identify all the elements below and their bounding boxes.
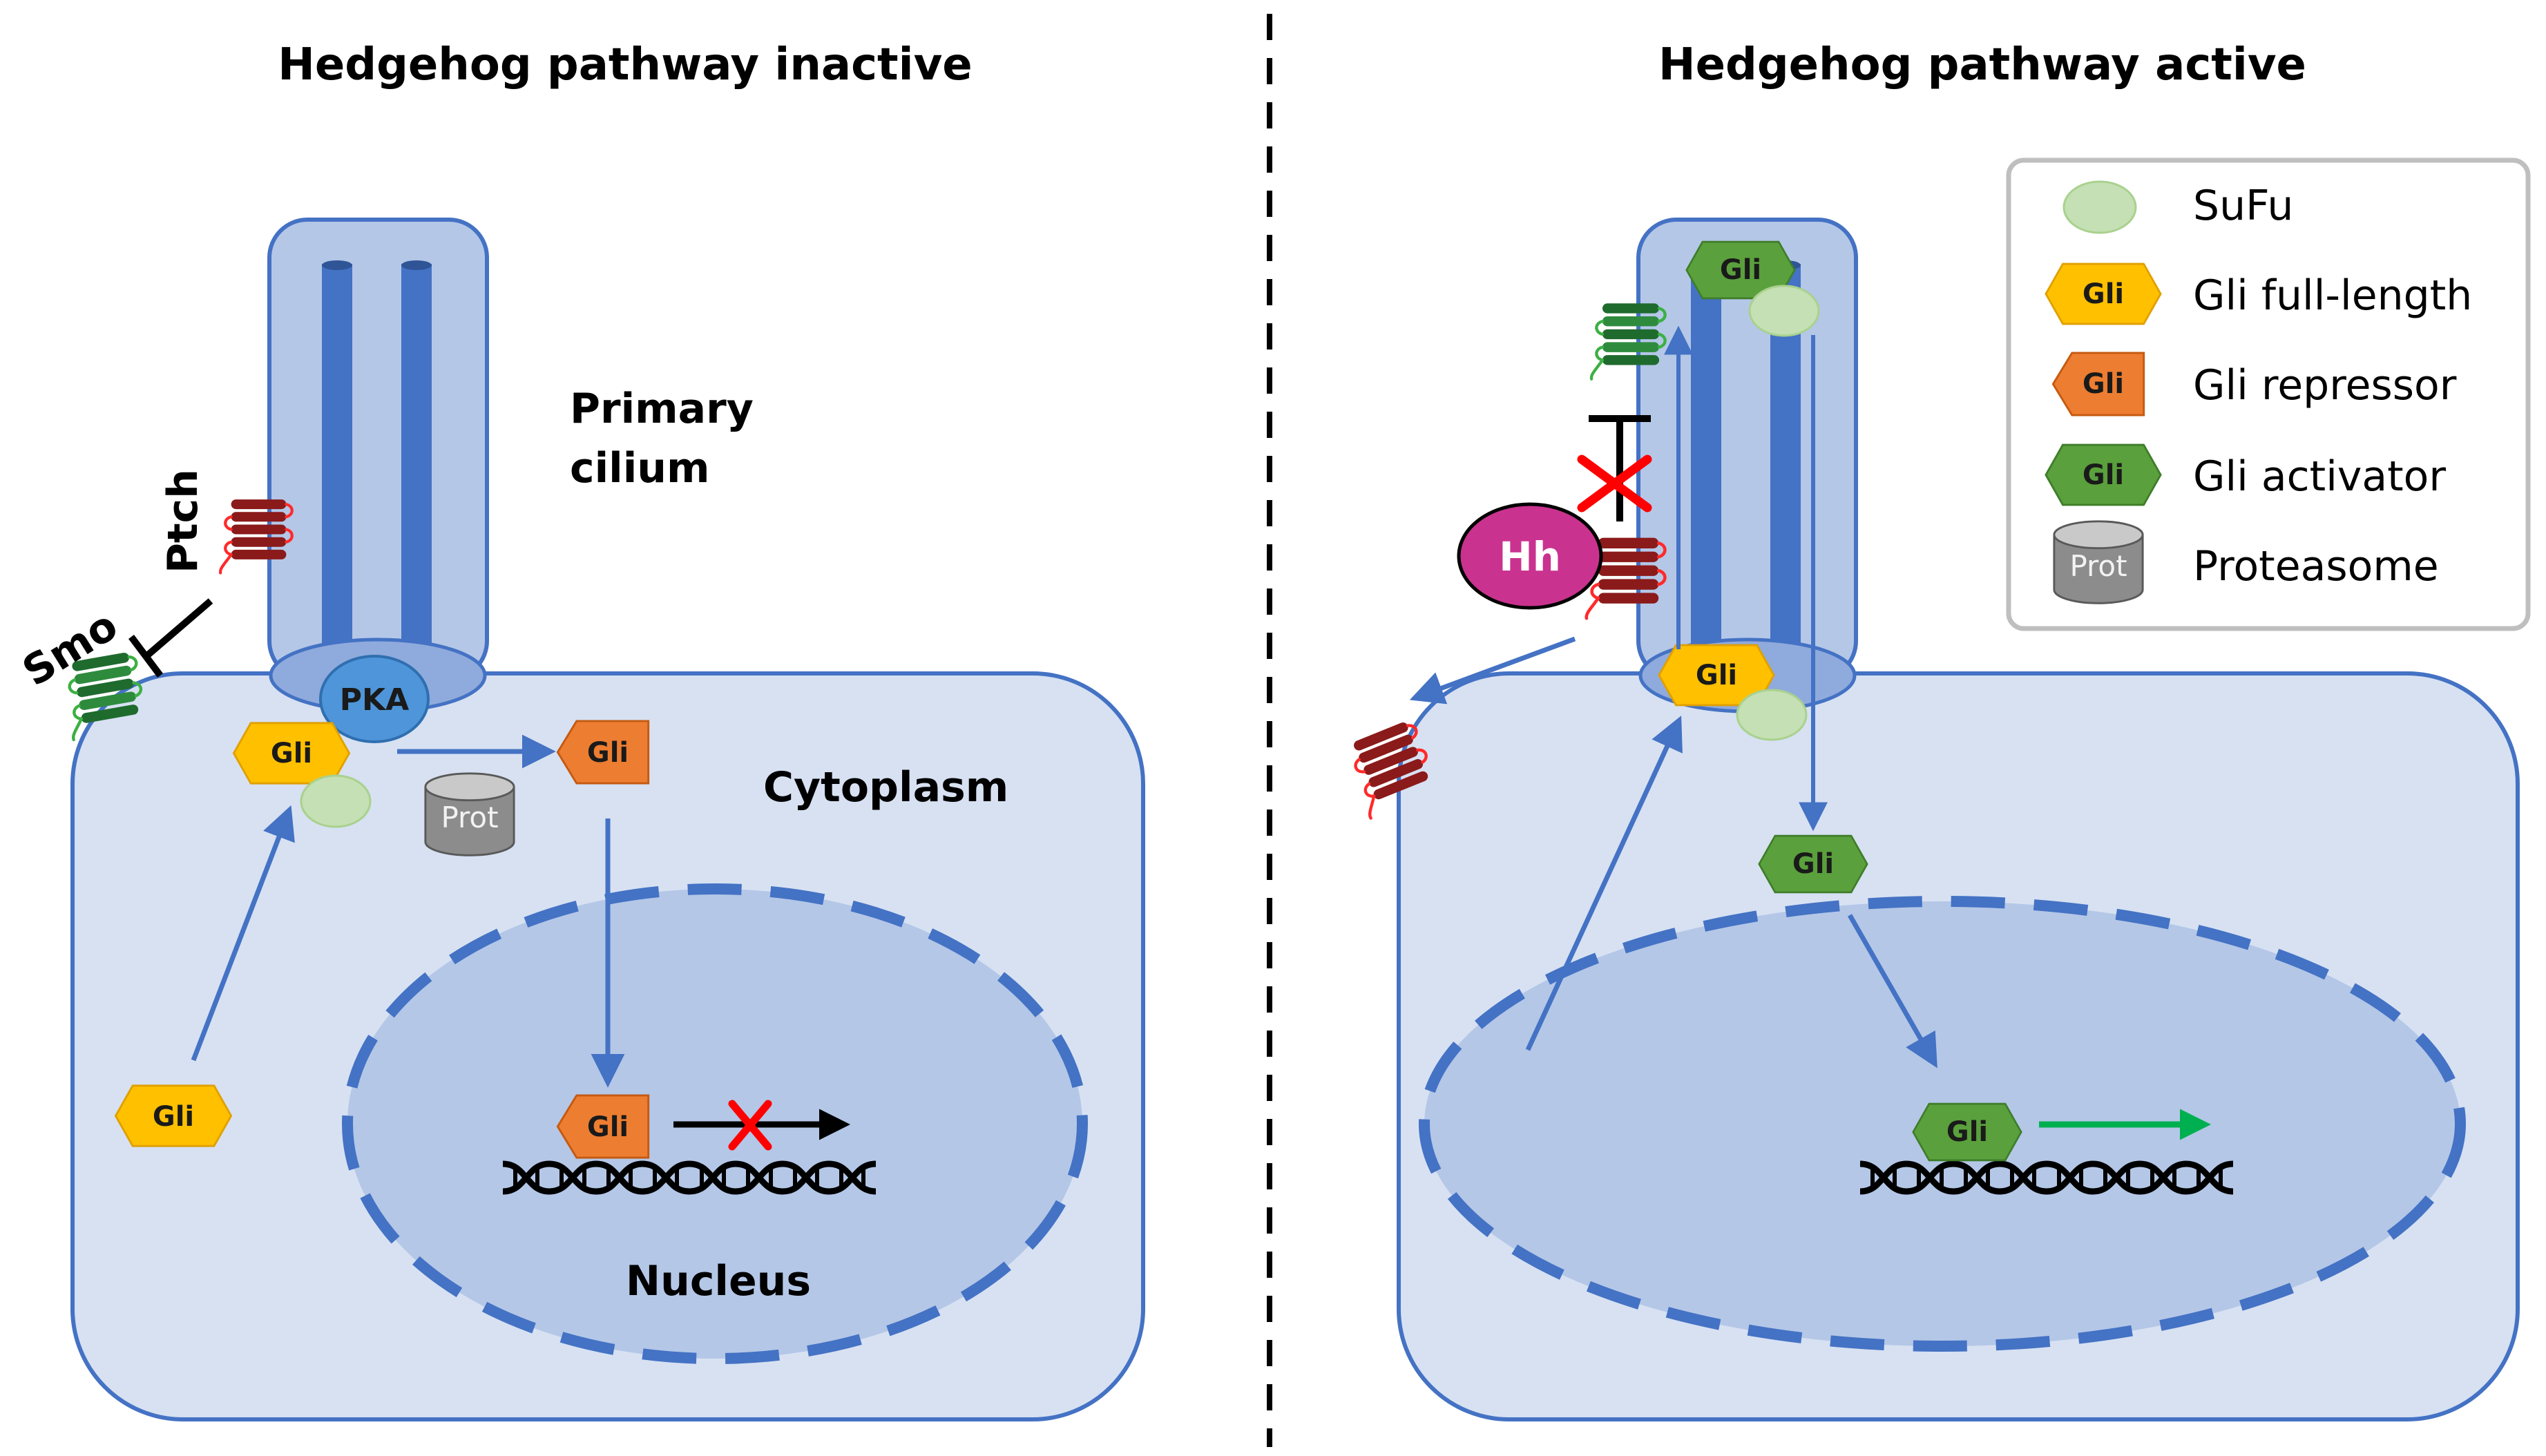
gli-label: Gli — [1792, 848, 1834, 880]
inhibition-bar — [128, 635, 163, 678]
legend-sufu-icon — [2062, 180, 2137, 234]
prot-label: Prot — [2069, 549, 2127, 583]
sufu-icon — [1748, 285, 1820, 337]
inhibition-line — [144, 598, 213, 659]
label-primary-cilium-line2: cilium — [570, 444, 710, 492]
label-nucleus: Nucleus — [626, 1257, 811, 1305]
legend-label-proteasome: Proteasome — [2193, 542, 2439, 591]
microtubule — [401, 264, 432, 658]
gli-label: Gli — [587, 1111, 629, 1143]
panel-active: Gli Hh Gli Gli Gli — [1342, 218, 2520, 1421]
gli-label: Gli — [1696, 660, 1737, 691]
gli-label: Gli — [2083, 278, 2124, 310]
gli-label: Gli — [1946, 1116, 1988, 1148]
legend-label-gli-full-length: Gli full-length — [2193, 271, 2472, 320]
pka-icon — [319, 655, 430, 743]
label-pka: PKA — [340, 682, 409, 718]
title-inactive: Hedgehog pathway inactive — [278, 39, 972, 90]
arrow-to-nucleus — [1847, 914, 1937, 1069]
legend-label-gli-activator: Gli activator — [2193, 452, 2446, 501]
arrow-gli-to-cilium — [1525, 716, 1683, 1051]
title-active: Hedgehog pathway active — [1658, 39, 2306, 90]
legend-label-sufu: SuFu — [2193, 182, 2293, 230]
gli-label: Gli — [2083, 368, 2124, 400]
label-cytoplasm: Cytoplasm — [763, 763, 1008, 812]
gli-label: Gli — [153, 1101, 194, 1133]
panel-inactive: Primary cilium Cytoplasm Nucleus Ptch Sm… — [15, 218, 1145, 1421]
hh-ligand-icon — [1457, 502, 1603, 610]
gli-label: Gli — [587, 737, 629, 769]
microtubule — [1691, 264, 1721, 658]
legend: SuFu Gli Gli full-length Gli Gli repress… — [2006, 157, 2531, 631]
label-ptch: Ptch — [159, 469, 207, 573]
gli-label: Gli — [271, 738, 312, 769]
sufu-icon — [300, 774, 372, 828]
blocked-transcription-cross-icon — [728, 1100, 772, 1151]
primary-cilium-inactive — [267, 218, 489, 713]
arrow-gli-to-cilium — [191, 805, 295, 1062]
label-hh: Hh — [1499, 533, 1561, 580]
prot-label: Prot — [441, 801, 498, 834]
legend-label-gli-repressor: Gli repressor — [2193, 361, 2457, 410]
sufu-icon — [1736, 689, 1808, 741]
blocked-inhibition-cross-icon — [1577, 454, 1652, 513]
gli-label: Gli — [2083, 459, 2124, 491]
label-primary-cilium-line1: Primary — [570, 385, 754, 433]
gli-label: Gli — [1720, 254, 1761, 286]
microtubule — [322, 264, 352, 658]
arrow-ptch-exit — [1409, 636, 1576, 705]
